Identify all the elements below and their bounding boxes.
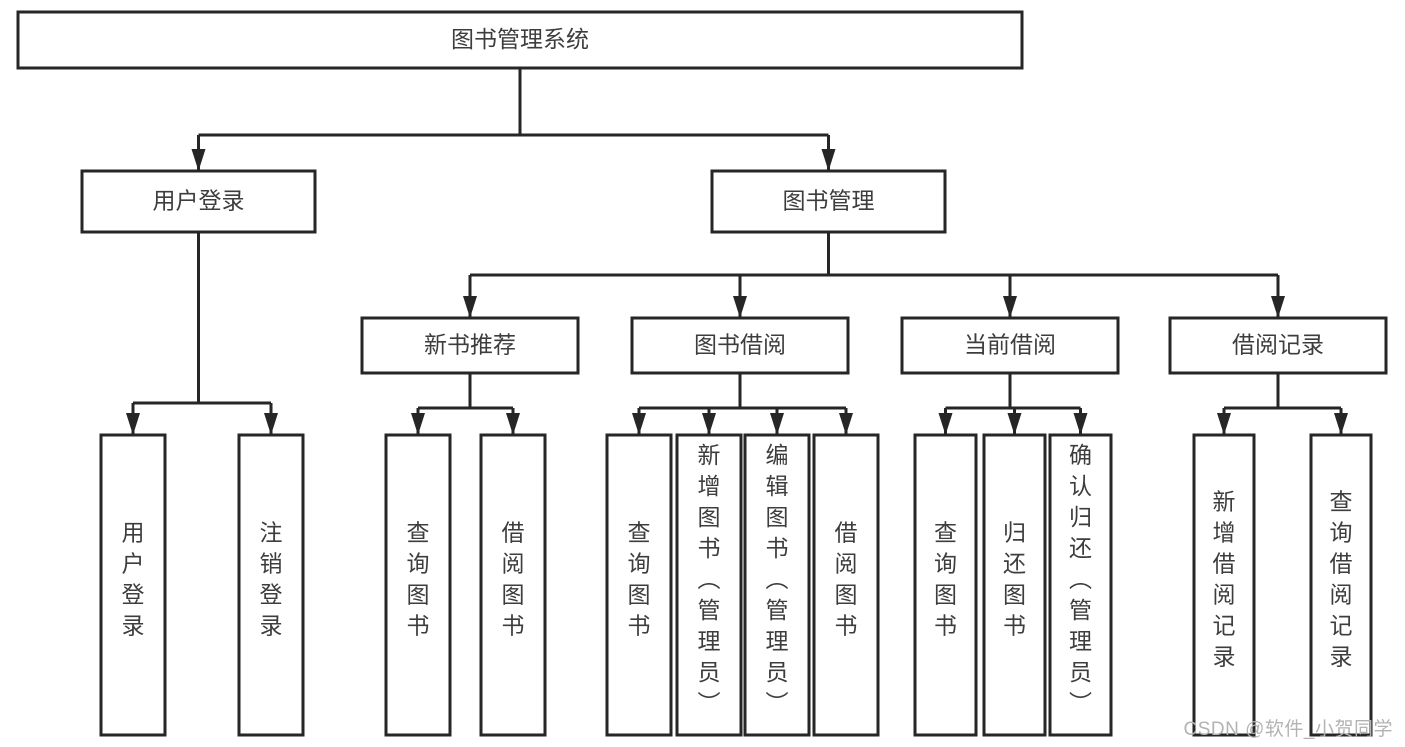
leaf-node-0[interactable]: 用户登录: [99, 433, 167, 737]
node-label: 图书管理: [783, 188, 875, 214]
level3-node-2[interactable]: 当前借阅: [900, 316, 1120, 375]
node-box[interactable]: [982, 433, 1047, 737]
node-label: 图书借阅: [694, 332, 786, 358]
node-label: 查询图书: [628, 520, 651, 639]
node-box[interactable]: [1168, 316, 1388, 375]
node-label: 借阅图书: [502, 520, 525, 639]
node-label: 新书推荐: [424, 332, 516, 358]
node-label: 用户登录: [122, 520, 145, 639]
arrow-head-icon: [1007, 413, 1022, 435]
node-label: 借阅记录: [1232, 332, 1324, 358]
node-label: 用户登录: [153, 188, 245, 214]
arrow-head-icon: [1271, 296, 1285, 318]
arrow-head-icon: [463, 296, 477, 318]
arrow-head-icon: [1003, 296, 1017, 318]
arrow-head-icon: [839, 413, 853, 435]
leaf-node-8[interactable]: 查询图书: [913, 433, 978, 737]
leaf-node-1[interactable]: 注销登录: [237, 433, 305, 737]
node-label: 新增图书︵管理员︶: [698, 442, 721, 716]
arrow-head-icon: [411, 413, 425, 435]
arrow-head-icon: [733, 296, 747, 318]
node-box[interactable]: [743, 433, 811, 737]
leaf-node-5[interactable]: 新增图书︵管理员︶: [675, 433, 743, 737]
node-label: 图书管理系统: [451, 26, 589, 52]
node-box[interactable]: [384, 433, 452, 737]
leaf-node-4[interactable]: 查询图书: [605, 433, 673, 737]
node-box[interactable]: [630, 316, 850, 375]
leaf-node-6[interactable]: 编辑图书︵管理员︶: [743, 433, 811, 737]
node-layer: 图书管理系统用户登录图书管理新书推荐图书借阅当前借阅借阅记录用户登录注销登录查询…: [16, 10, 1388, 737]
node-box[interactable]: [80, 169, 317, 234]
level3-node-3[interactable]: 借阅记录: [1168, 316, 1388, 375]
watermark-label: CSDN @软件_小贺同学: [1183, 719, 1393, 740]
leaf-node-3[interactable]: 借阅图书: [479, 433, 547, 737]
leaf-node-11[interactable]: 新增借阅记录: [1192, 433, 1256, 737]
node-box[interactable]: [16, 10, 1024, 70]
leaf-node-2[interactable]: 查询图书: [384, 433, 452, 737]
node-box[interactable]: [479, 433, 547, 737]
leaf-node-9[interactable]: 归还图书: [982, 433, 1047, 737]
arrow-head-icon: [632, 413, 646, 435]
node-box[interactable]: [812, 433, 880, 737]
level3-node-0[interactable]: 新书推荐: [360, 316, 580, 375]
leaf-node-12[interactable]: 查询借阅记录: [1309, 433, 1373, 737]
node-box[interactable]: [710, 169, 947, 234]
leaf-node-10[interactable]: 确认归还︵管理员︶: [1048, 433, 1113, 737]
arrow-head-icon: [702, 413, 716, 435]
node-box[interactable]: [99, 433, 167, 737]
arrow-head-icon: [126, 413, 140, 435]
arrow-head-icon: [770, 413, 784, 435]
node-label: 查询图书: [407, 520, 430, 639]
node-label: 借阅图书: [835, 520, 858, 639]
arrow-head-icon: [938, 413, 953, 435]
level2-node-1[interactable]: 图书管理: [710, 169, 947, 234]
node-box[interactable]: [900, 316, 1120, 375]
node-label: 当前借阅: [964, 332, 1056, 358]
node-label: 确认归还︵管理员︶: [1069, 442, 1092, 716]
arrow-head-icon: [264, 413, 278, 435]
level3-node-1[interactable]: 图书借阅: [630, 316, 850, 375]
node-box[interactable]: [360, 316, 580, 375]
node-label: 编辑图书︵管理员︶: [766, 442, 789, 716]
node-box[interactable]: [1192, 433, 1256, 737]
edge-layer: [126, 68, 1348, 435]
node-box[interactable]: [1048, 433, 1113, 737]
leaf-node-7[interactable]: 借阅图书: [812, 433, 880, 737]
node-label: 注销登录: [260, 520, 283, 639]
arrow-head-icon: [821, 149, 836, 171]
node-box[interactable]: [1309, 433, 1373, 737]
node-box[interactable]: [605, 433, 673, 737]
node-label: 查询图书: [934, 520, 957, 639]
node-label: 查询借阅记录: [1330, 489, 1353, 670]
root-node-book-management-system[interactable]: 图书管理系统: [16, 10, 1024, 70]
node-box[interactable]: [675, 433, 743, 737]
arrow-head-icon: [1073, 413, 1088, 435]
node-box[interactable]: [913, 433, 978, 737]
arrow-head-icon: [506, 413, 520, 435]
arrow-head-icon: [1217, 413, 1231, 435]
arrow-head-icon: [191, 149, 206, 171]
arrow-head-icon: [1334, 413, 1348, 435]
node-label: 归还图书: [1003, 520, 1026, 639]
node-box[interactable]: [237, 433, 305, 737]
node-label: 新增借阅记录: [1213, 489, 1236, 670]
level2-node-0[interactable]: 用户登录: [80, 169, 317, 234]
